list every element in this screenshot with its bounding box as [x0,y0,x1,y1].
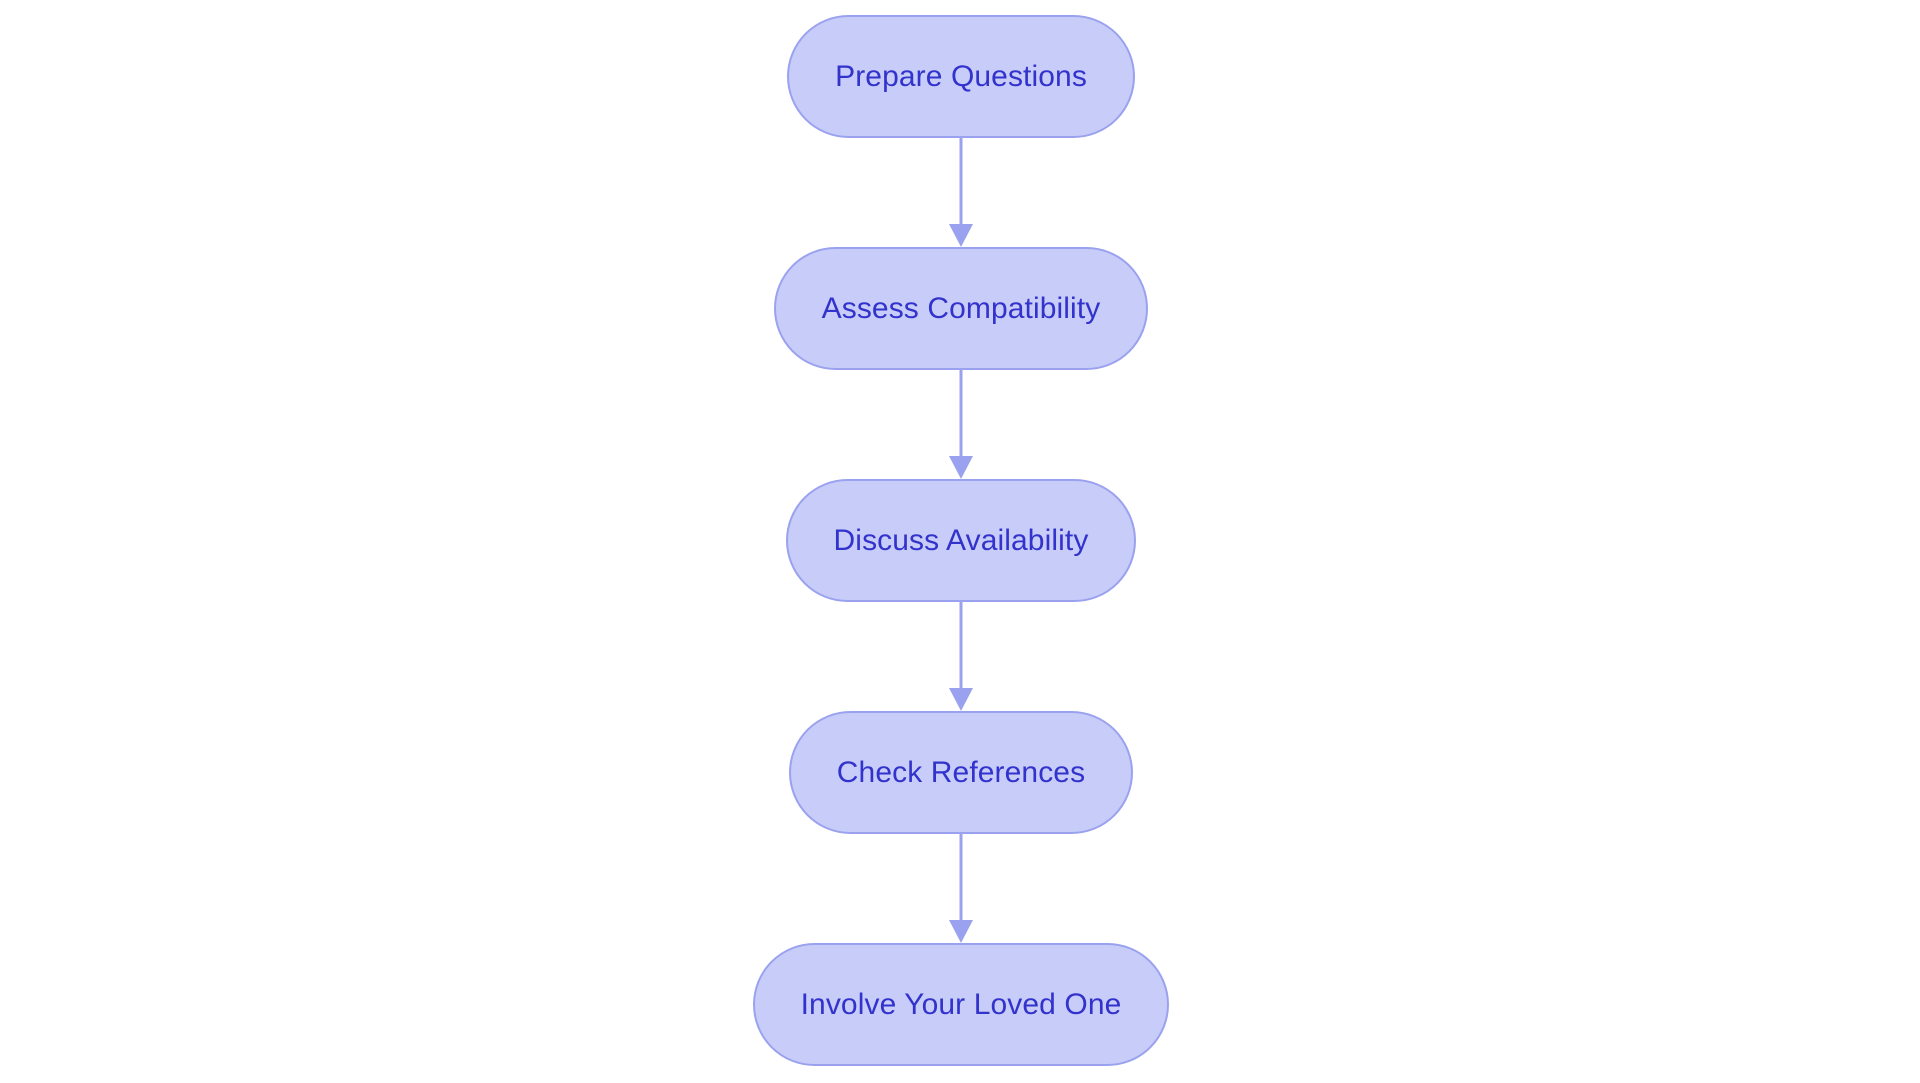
flow-edge-discuss-availability-to-check-references [946,602,976,711]
flow-node-label: Assess Compatibility [821,291,1101,325]
arrow-down-icon [949,456,973,479]
flow-node-label: Check References [836,755,1086,789]
flow-node-involve-loved-one[interactable]: Involve Your Loved One [752,943,1170,1066]
edge-line [959,370,963,458]
edge-line [959,602,963,690]
arrow-down-icon [949,920,973,943]
flow-node-assess-compatibility[interactable]: Assess Compatibility [773,247,1149,370]
flow-node-label: Discuss Availability [833,523,1089,557]
flow-node-label: Prepare Questions [835,59,1087,93]
edge-line [959,834,963,922]
flow-node-check-references[interactable]: Check References [788,711,1134,834]
edge-line [959,138,963,226]
flow-edge-prepare-questions-to-assess-compatibility [946,138,976,247]
flow-node-label: Involve Your Loved One [800,987,1122,1021]
arrow-down-icon [949,224,973,247]
flow-edge-check-references-to-involve-loved-one [946,834,976,943]
arrow-down-icon [949,688,973,711]
flow-edge-assess-compatibility-to-discuss-availability [946,370,976,479]
flow-node-prepare-questions[interactable]: Prepare Questions [787,15,1135,138]
flow-node-discuss-availability[interactable]: Discuss Availability [785,479,1137,602]
